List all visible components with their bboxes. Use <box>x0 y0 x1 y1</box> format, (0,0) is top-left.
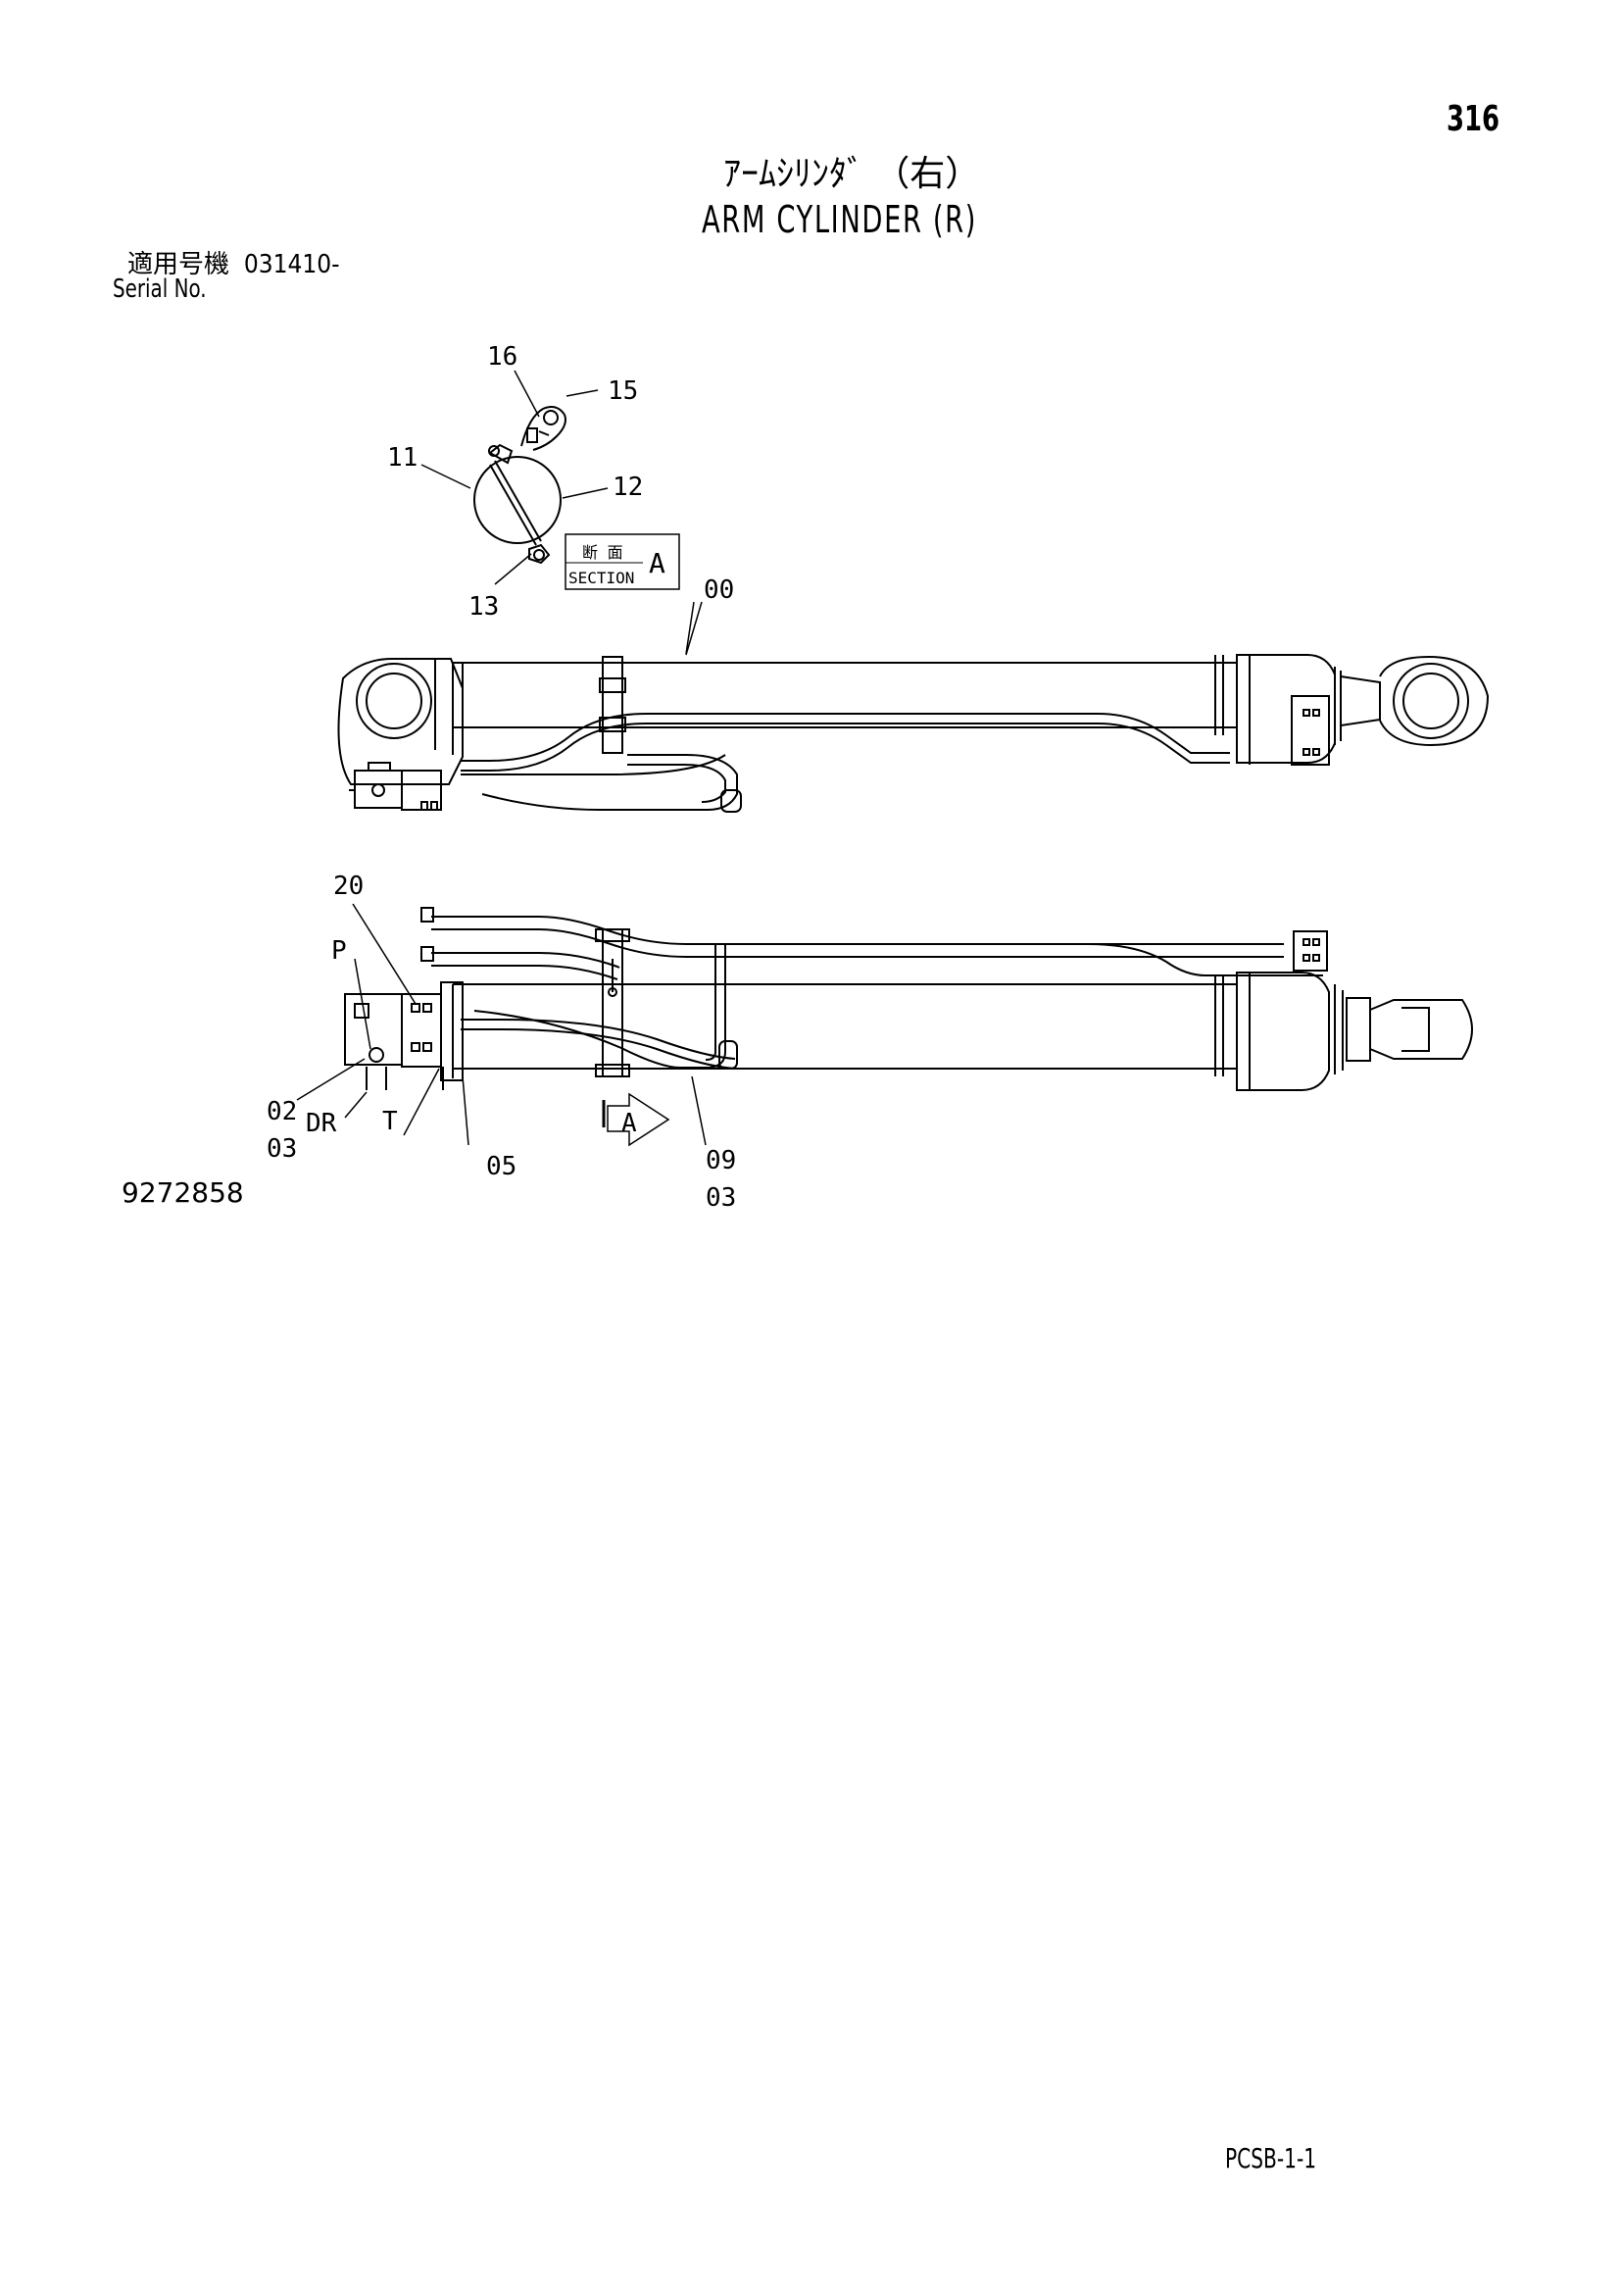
page-number: 316 <box>1447 99 1500 139</box>
callout-05: 05 <box>486 1152 516 1181</box>
callout-09: 09 <box>706 1146 736 1175</box>
callout-P: P <box>331 936 347 966</box>
leader-00 <box>685 601 703 656</box>
section-a-label <box>565 533 680 590</box>
callout-11: 11 <box>387 443 418 473</box>
serial-header: 適用号機 031410- <box>127 252 340 277</box>
cylinder-plan-view <box>344 907 1473 1091</box>
callout-15: 15 <box>608 376 638 406</box>
serial-label-en: Serial No. <box>113 275 207 304</box>
callout-02: 02 <box>267 1097 297 1126</box>
section-a-view <box>473 406 566 565</box>
serial-label-jp: 適用号機 <box>127 250 230 279</box>
plan-view-leaders <box>296 903 707 1146</box>
view-a-arrow <box>602 1092 670 1147</box>
section-label-en: SECTION <box>568 569 634 587</box>
callout-16: 16 <box>487 342 517 372</box>
cylinder-side-view <box>337 654 1490 813</box>
page-title: ARM CYLINDER (R) <box>702 198 977 241</box>
callout-03-right: 03 <box>706 1183 736 1213</box>
section-a-leaders <box>420 370 695 655</box>
figure-number: 9272858 <box>122 1176 244 1209</box>
serial-value: 031410- <box>243 250 340 279</box>
callout-13: 13 <box>468 592 499 622</box>
section-label-jp: 断 面 <box>582 543 623 562</box>
footer-code: PCSB-1-1 <box>1225 2142 1317 2174</box>
callout-00: 00 <box>704 575 734 605</box>
callout-DR: DR <box>306 1109 337 1138</box>
callout-T: T <box>382 1107 398 1136</box>
view-arrow-label: A <box>621 1109 637 1138</box>
callout-03-left: 03 <box>267 1134 297 1164</box>
callout-20: 20 <box>333 872 364 901</box>
section-letter: A <box>649 547 665 579</box>
callout-12: 12 <box>613 473 643 502</box>
page-title-jp: ｱｰﾑｼﾘﾝﾀﾞ （右） <box>723 154 981 194</box>
